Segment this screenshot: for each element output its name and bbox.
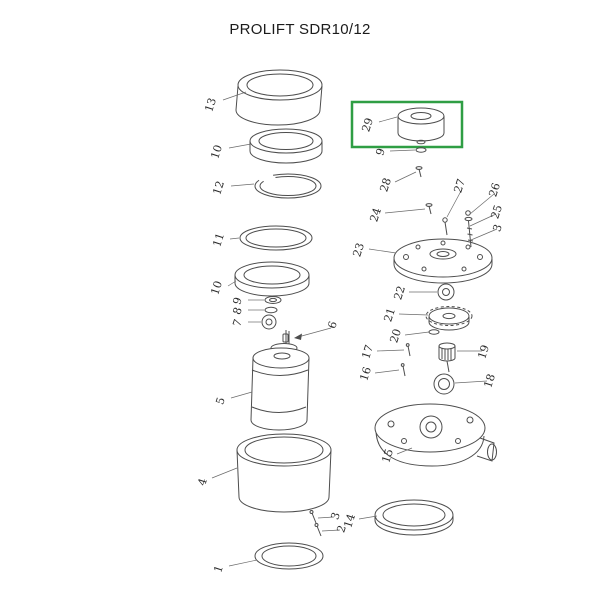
part-label-14: 14: [341, 512, 358, 529]
part-label-15: 15: [379, 447, 396, 464]
part-4-shell: 4: [195, 433, 332, 513]
part-23-plate: 23: [350, 238, 493, 284]
part-label-4: 4: [195, 477, 210, 488]
part-label-2: 2: [334, 524, 349, 535]
part-29-highlighted: 29: [350, 100, 464, 149]
part-label-6: 6: [325, 320, 340, 331]
part-label-17: 17: [359, 343, 376, 360]
part-5-motor: 5: [213, 330, 310, 431]
part-label-11: 11: [210, 231, 227, 248]
part-label-25: 25: [488, 203, 505, 220]
part-label-9b: 9: [373, 147, 388, 158]
part-10-lower: 10: [208, 261, 310, 297]
part-label-21: 21: [381, 306, 398, 323]
part-label-13: 13: [202, 96, 219, 113]
part-label-3b: 3: [490, 223, 505, 234]
part-20: 20: [387, 327, 440, 345]
part-12: 12: [210, 173, 322, 199]
part-label-23: 23: [350, 241, 367, 258]
part-9-right: 9: [373, 147, 427, 158]
part-8: 8: [230, 306, 278, 317]
part-27: 27: [442, 177, 468, 236]
part-label-10b: 10: [208, 279, 225, 296]
part-2-pin: 2: [314, 523, 349, 537]
part-17: 17: [359, 343, 411, 361]
part-label-16: 16: [357, 365, 374, 382]
part-15-housing: 15: [374, 403, 497, 467]
highlight-box: [350, 100, 464, 149]
part-16: 16: [357, 363, 406, 383]
part-26-25-3-screw: 26 25 3: [464, 181, 505, 248]
part-label-19: 19: [475, 343, 492, 360]
part-11: 11: [210, 225, 313, 251]
part-label-3a: 3: [328, 511, 343, 522]
part-18-bearing: 18: [433, 372, 498, 395]
part-13: 13: [202, 69, 323, 126]
part-label-20: 20: [387, 327, 404, 344]
part-label-28: 28: [377, 176, 394, 193]
part-28: 28: [377, 166, 423, 194]
part-10-upper: 10: [208, 128, 323, 164]
part-label-27: 27: [451, 177, 468, 194]
part-label-29: 29: [359, 116, 376, 133]
part-6: 6: [282, 320, 340, 343]
part-label-1: 1: [211, 564, 226, 575]
part-label-7: 7: [230, 318, 245, 329]
part-21-impeller: 21: [381, 306, 473, 331]
part-1-ring: 1: [211, 542, 324, 575]
part-24: 24: [367, 203, 433, 224]
part-3-pin-center: 3: [309, 510, 343, 524]
part-label-9a: 9: [230, 296, 245, 307]
part-14-ring: 14: [341, 499, 454, 536]
part-9-left: 9: [230, 296, 282, 307]
part-7: 7: [230, 314, 277, 330]
part-label-22: 22: [391, 284, 408, 301]
part-label-26: 26: [486, 181, 503, 198]
part-label-24: 24: [367, 206, 384, 223]
part-label-18: 18: [481, 372, 498, 389]
part-19-rotor: 19: [438, 342, 492, 373]
part-label-5: 5: [213, 396, 228, 407]
diagram-title: PROLIFT SDR10/12: [229, 21, 371, 38]
part-label-8: 8: [230, 306, 245, 317]
part-label-12: 12: [210, 179, 227, 196]
part-label-10a: 10: [208, 143, 225, 160]
part-22: 22: [391, 283, 455, 302]
